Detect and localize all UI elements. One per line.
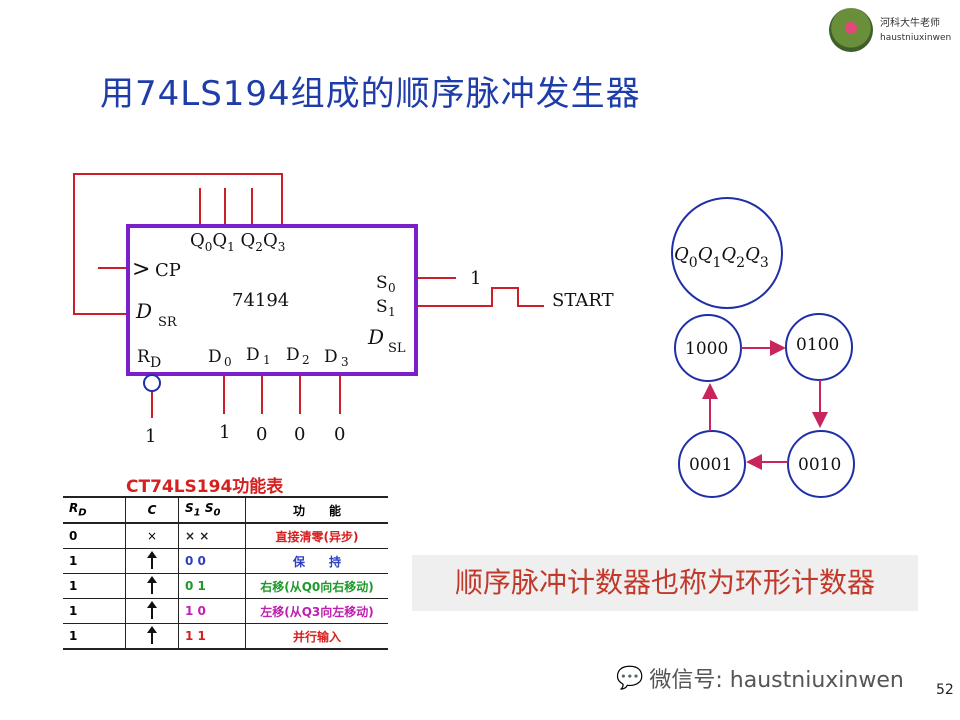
rd-value: 1 [145, 426, 156, 447]
brand-block: 河科大牛老师 haustniuxinwen [880, 14, 951, 43]
brand-name: 河科大牛老师 [880, 18, 940, 29]
cp-label: CP [155, 260, 181, 281]
wechat-watermark: 💬 微信号: haustniuxinwen [616, 662, 904, 694]
function-table-title: CT74LS194功能表 [126, 477, 284, 497]
avatar [829, 8, 873, 52]
note-box: 顺序脉冲计数器也称为环形计数器 [412, 555, 918, 611]
col-s1s0: S1 S0 [178, 497, 246, 523]
up-arrow-icon [125, 548, 179, 574]
s0-sub: 0 [388, 281, 396, 295]
col-c: C [125, 497, 179, 523]
d1-value: 0 [256, 424, 267, 445]
state-header-circle [671, 197, 783, 309]
d1-sub: 1 [263, 353, 271, 367]
dsl-sub: SL [388, 341, 406, 356]
s0-label: S [376, 273, 388, 293]
cell-function: 并行输入 [245, 623, 388, 649]
rd-inversion-bubble [143, 374, 161, 392]
cell-rd: 1 [69, 554, 78, 568]
s1-label: S [376, 297, 388, 317]
state-header-label: Q0Q1Q2Q3 [674, 244, 769, 271]
d3-sub: 3 [341, 355, 349, 369]
cell-function: 左移(从Q3向左移动) [245, 598, 388, 624]
d2-label: D [286, 345, 300, 365]
cell-c: × [125, 523, 179, 549]
cell-rd: 1 [69, 579, 78, 593]
dsr-label: D [135, 299, 152, 323]
up-arrow-icon [125, 573, 179, 599]
d0-label: D [208, 347, 222, 367]
chip-name: 74194 [232, 290, 289, 311]
dsl-label: D [367, 325, 384, 349]
cell-function: 直接清零(异步) [245, 523, 388, 549]
cell-s1s0: 0 1 [178, 573, 246, 599]
table-row: 0 ×× ×直接清零(异步) [63, 523, 388, 549]
start-label: START [552, 290, 614, 311]
cell-rd: 1 [69, 629, 78, 643]
cell-s1s0: 1 1 [178, 623, 246, 649]
cell-function: 右移(从Q0向右移动) [245, 573, 388, 599]
state-circle-0001 [678, 430, 746, 498]
cell-function: 保 持 [245, 548, 388, 574]
up-arrow-icon [125, 623, 179, 649]
feedback-wire [73, 173, 544, 418]
q-outputs-label: Q0Q1 Q2Q3 [190, 230, 285, 254]
cell-s1s0: × × [178, 523, 246, 549]
d3-value: 0 [334, 424, 345, 445]
state-0100: 0100 [796, 335, 839, 355]
slide-title: 用74LS194组成的顺序脉冲发生器 [100, 74, 641, 114]
rd-label: R [137, 347, 151, 367]
cell-s1s0: 1 0 [178, 598, 246, 624]
cell-rd: 0 [69, 529, 78, 543]
d1-label: D [246, 345, 260, 365]
d3-label: D [324, 347, 338, 367]
s1-sub: 1 [388, 305, 396, 319]
function-table-header: RD C S1 S0 功 能 [63, 497, 388, 523]
rd-sub: D [150, 355, 161, 371]
d0-value: 1 [219, 422, 230, 443]
state-circle-0010 [787, 430, 855, 498]
d0-sub: 0 [224, 355, 232, 369]
col-function: 功 能 [245, 497, 388, 523]
wechat-label: 微信号: haustniuxinwen [649, 668, 904, 693]
chip-74194 [126, 224, 418, 376]
brand-handle: haustniuxinwen [880, 33, 952, 43]
d2-value: 0 [294, 424, 305, 445]
d2-sub: 2 [302, 353, 310, 367]
up-arrow-icon [125, 598, 179, 624]
state-0010: 0010 [798, 455, 841, 475]
cell-rd: 1 [69, 604, 78, 618]
page-number: 52 [936, 682, 954, 698]
col-rd: RD [69, 501, 87, 519]
state-0001: 0001 [689, 455, 732, 475]
clock-edge-icon: > [132, 257, 150, 282]
s0-value: 1 [470, 268, 481, 289]
wechat-icon: 💬 [616, 665, 644, 691]
state-transition-arrows [702, 340, 828, 470]
dsr-sub: SR [158, 315, 178, 330]
cell-s1s0: 0 0 [178, 548, 246, 574]
state-1000: 1000 [685, 339, 728, 359]
